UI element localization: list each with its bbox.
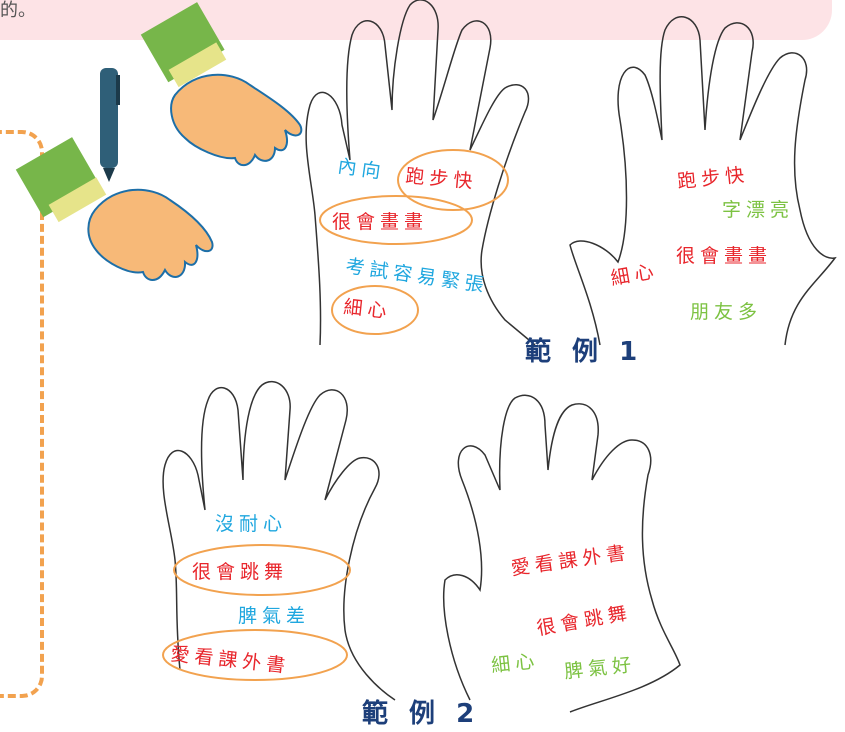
banner-text: 的。 <box>0 0 36 21</box>
example1-caption: 範 例 1 <box>525 336 643 367</box>
word-introvert: 內向 <box>336 155 387 183</box>
dashed-frame <box>0 130 44 698</box>
cartoon-hand-top-icon <box>140 2 303 167</box>
example1-right-hand <box>569 16 837 346</box>
word-dances-well-r: 很會跳舞 <box>535 602 633 640</box>
oval-5 <box>162 629 348 681</box>
instruction-banner <box>0 0 832 40</box>
example1-left-hand <box>305 0 536 346</box>
word-many-friends: 朋友多 <box>690 301 762 323</box>
example2-left-hand <box>162 380 396 701</box>
word-nice-handwriting: 字漂亮 <box>722 199 794 221</box>
cartoon-hand-left-icon <box>15 137 214 281</box>
word-careful-r: 細心 <box>609 260 660 290</box>
oval-3 <box>331 285 419 335</box>
word-bad-temper: 脾氣差 <box>238 605 310 627</box>
oval-1 <box>397 149 509 211</box>
word-careful: 細心 <box>342 296 392 323</box>
oval-2 <box>319 195 473 245</box>
word-runs-fast: 跑步快 <box>405 165 479 193</box>
word-dances-well: 很會跳舞 <box>192 561 288 583</box>
example2-right-hand <box>442 394 681 713</box>
example2-caption: 範 例 2 <box>362 698 480 729</box>
word-draws-well: 很會畫畫 <box>332 211 428 233</box>
pen-icon <box>100 68 120 182</box>
word-draws-well-r: 很會畫畫 <box>676 245 772 267</box>
word-runs-fast-r: 跑步快 <box>676 164 750 193</box>
word-good-temper: 脾氣好 <box>563 654 637 683</box>
word-impatient: 沒耐心 <box>215 513 287 535</box>
word-nervous: 考試容易緊張 <box>344 255 490 297</box>
word-loves-reading-r: 愛看課外書 <box>510 541 632 579</box>
word-careful-2: 細心 <box>490 650 540 677</box>
oval-4 <box>173 544 351 596</box>
